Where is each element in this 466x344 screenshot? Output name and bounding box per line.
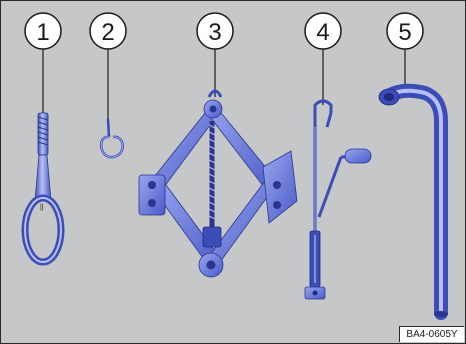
wheel-wrench-icon [379,43,448,317]
callout-1-label: 1 [36,19,49,46]
callout-4: 4 [305,13,341,49]
scissor-jack-icon [139,43,297,277]
callout-5-label: 5 [398,19,411,46]
wire-hook-icon [101,43,123,157]
jack-crank-handle-icon [305,43,371,299]
towing-eye-icon: || [25,43,61,262]
callout-2: 2 [90,13,126,49]
callout-1: 1 [25,13,61,49]
callout-2-label: 2 [101,19,114,46]
callout-3-label: 3 [208,19,221,46]
svg-text:||: || [40,204,44,211]
callout-5: 5 [387,13,423,49]
callout-3: 3 [197,13,233,49]
callout-4-label: 4 [316,19,329,46]
figure-code: BA4-0605Y [399,326,464,342]
